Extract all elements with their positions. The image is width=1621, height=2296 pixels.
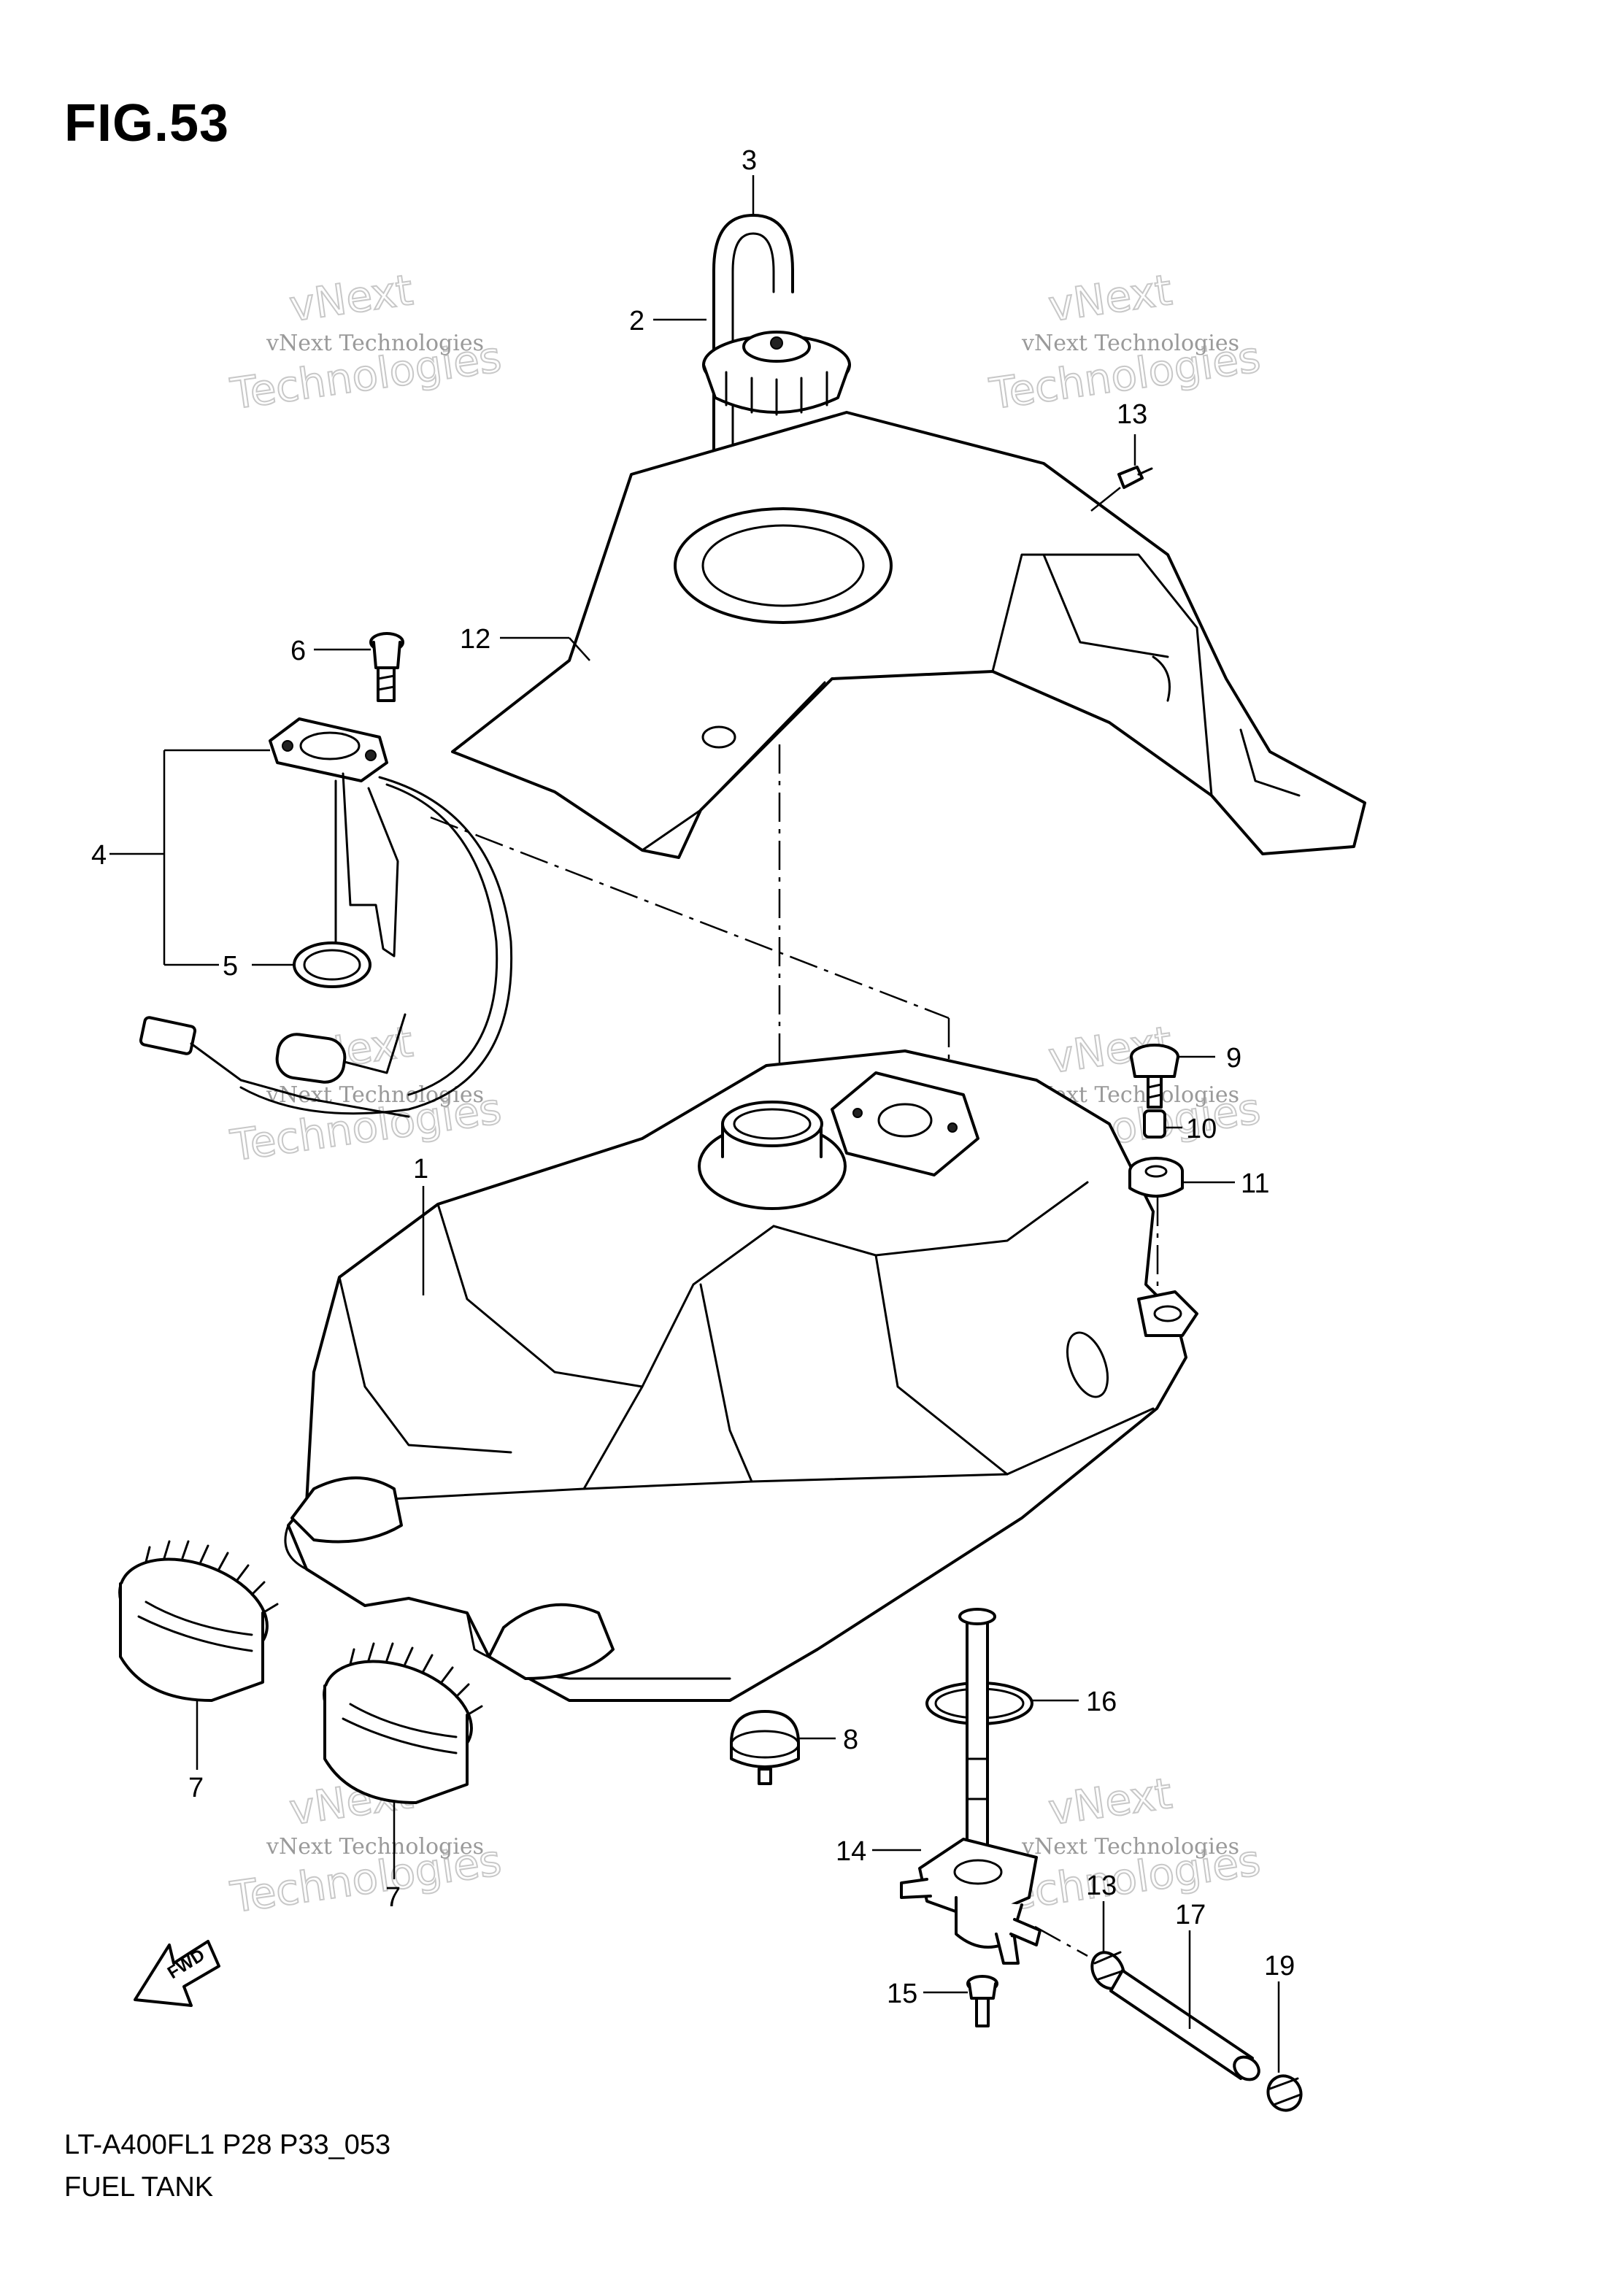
collar-10 bbox=[1143, 1109, 1166, 1139]
screw-13-top bbox=[1117, 466, 1153, 489]
svg-text:vNext: vNext bbox=[1045, 265, 1174, 331]
svg-text:vNext Technologies: vNext Technologies bbox=[266, 331, 484, 356]
svg-text:vNext Technologies: vNext Technologies bbox=[266, 1082, 484, 1108]
o-ring-5 bbox=[293, 941, 371, 988]
callout-13-lower: 13 bbox=[1086, 1871, 1117, 1901]
callout-4: 4 bbox=[91, 840, 107, 871]
callout-8: 8 bbox=[843, 1725, 858, 1755]
svg-text:vNext Technologies: vNext Technologies bbox=[1021, 1834, 1239, 1860]
figure-title: FIG.53 bbox=[64, 94, 230, 153]
fuel-cap bbox=[702, 331, 851, 416]
callout-3: 3 bbox=[742, 145, 757, 176]
cushion-8 bbox=[730, 1710, 800, 1785]
callout-7-right: 7 bbox=[385, 1882, 401, 1913]
fwd-arrow: FWD bbox=[134, 1940, 220, 2007]
fuel-tank bbox=[284, 1049, 1198, 1702]
watermark-mid-left: vNext Technologies vNext Technologies bbox=[226, 1016, 504, 1171]
clamp-7-left bbox=[118, 1540, 279, 1702]
svg-text:vNext Technologies: vNext Technologies bbox=[266, 1834, 484, 1860]
watermark-top-left: vNext Technologies vNext Technologies bbox=[226, 264, 504, 420]
fuel-valve-14 bbox=[900, 1608, 1041, 1965]
callout-14: 14 bbox=[836, 1836, 866, 1867]
callout-5: 5 bbox=[223, 951, 238, 982]
callout-10: 10 bbox=[1186, 1114, 1217, 1144]
callout-13-top: 13 bbox=[1117, 399, 1147, 430]
callout-1: 1 bbox=[413, 1154, 428, 1184]
svg-text:vNext: vNext bbox=[286, 265, 415, 331]
figure-name: FUEL TANK bbox=[64, 2172, 214, 2203]
callout-16: 16 bbox=[1086, 1687, 1117, 1717]
callout-2: 2 bbox=[629, 306, 644, 336]
bolt-6 bbox=[369, 632, 404, 702]
cushion-11 bbox=[1128, 1157, 1184, 1198]
fuel-level-gauge bbox=[139, 717, 513, 1118]
callout-6: 6 bbox=[290, 636, 306, 666]
clamp-7-right bbox=[323, 1642, 483, 1804]
callout-17: 17 bbox=[1175, 1900, 1206, 1930]
screw-15 bbox=[966, 1975, 998, 2027]
fuel-tank-cover bbox=[451, 411, 1366, 859]
callout-numbers: 3 2 13 12 6 4 5 1 9 10 11 7 7 8 16 14 15… bbox=[91, 145, 1295, 2009]
callout-19: 19 bbox=[1264, 1951, 1295, 1981]
callout-9: 9 bbox=[1226, 1043, 1241, 1074]
callout-15: 15 bbox=[887, 1979, 917, 2009]
svg-text:vNext Technologies: vNext Technologies bbox=[1021, 331, 1239, 356]
callout-12: 12 bbox=[460, 624, 490, 655]
leader-lines bbox=[109, 175, 1280, 2073]
watermark-top-right: vNext Technologies vNext Technologies bbox=[985, 264, 1263, 420]
figure-code: LT-A400FL1 P28 P33_053 bbox=[64, 2130, 391, 2160]
fuel-hose-17 bbox=[1109, 1969, 1260, 2081]
svg-text:vNext: vNext bbox=[1045, 1768, 1174, 1835]
hose-clip-19 bbox=[1266, 2074, 1303, 2112]
callout-7-left: 7 bbox=[188, 1773, 204, 1803]
callout-11: 11 bbox=[1241, 1168, 1269, 1199]
bolt-9 bbox=[1130, 1044, 1179, 1109]
